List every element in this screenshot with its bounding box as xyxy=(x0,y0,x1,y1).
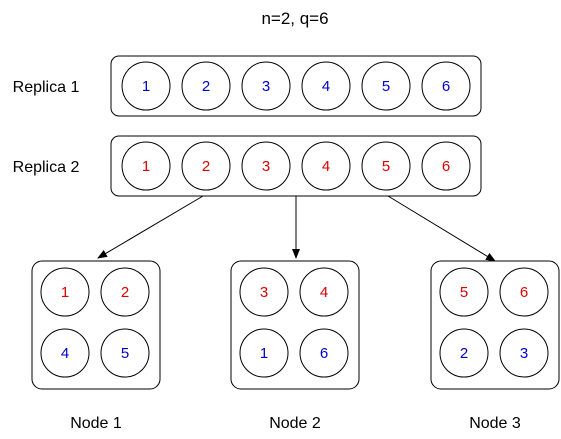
node-partition-circle xyxy=(40,267,90,317)
partition-circle xyxy=(361,61,411,111)
node-partition-circle xyxy=(439,328,489,378)
node-partition-circle xyxy=(100,267,150,317)
partition-circle xyxy=(361,141,411,191)
node-partition-circle xyxy=(299,328,349,378)
partition-number: 5 xyxy=(382,78,390,95)
node-partition-circle xyxy=(439,267,489,317)
node-partition-circle xyxy=(499,328,549,378)
partition-number: 3 xyxy=(262,78,270,95)
partition-circle xyxy=(241,141,291,191)
node-partition-number: 2 xyxy=(121,284,129,301)
node-partition-number: 6 xyxy=(320,345,328,362)
partition-circle xyxy=(301,141,351,191)
partition-number: 4 xyxy=(322,158,330,175)
partition-circle xyxy=(181,61,231,111)
partition-circle xyxy=(121,141,171,191)
node-partition-number: 3 xyxy=(520,345,528,362)
partition-number: 6 xyxy=(442,158,450,175)
partition-circle xyxy=(421,61,471,111)
partition-number: 4 xyxy=(322,78,330,95)
node-partition-circle xyxy=(239,267,289,317)
assignment-arrow xyxy=(97,195,204,259)
node-partition-number: 1 xyxy=(260,345,268,362)
node-label: Node 1 xyxy=(70,415,122,432)
replica-label: Replica 1 xyxy=(13,79,80,96)
partition-number: 1 xyxy=(142,78,150,95)
node-partition-number: 4 xyxy=(61,345,69,362)
partition-number: 2 xyxy=(202,78,210,95)
node-partition-circle xyxy=(299,267,349,317)
node-partition-circle xyxy=(239,328,289,378)
diagram-title: n=2, q=6 xyxy=(261,9,328,28)
node-partition-number: 5 xyxy=(121,345,129,362)
node-partition-number: 2 xyxy=(460,345,468,362)
assignment-arrow xyxy=(387,195,496,262)
node-label: Node 2 xyxy=(269,415,321,432)
node-label: Node 3 xyxy=(469,415,521,432)
replica-label: Replica 2 xyxy=(13,159,80,176)
node-partition-number: 3 xyxy=(260,284,268,301)
partition-number: 6 xyxy=(442,78,450,95)
partition-circle xyxy=(421,141,471,191)
partition-circle xyxy=(241,61,291,111)
partition-number: 5 xyxy=(382,158,390,175)
partition-number: 3 xyxy=(262,158,270,175)
node-partition-number: 1 xyxy=(61,284,69,301)
partition-circle xyxy=(181,141,231,191)
partition-number: 2 xyxy=(202,158,210,175)
node-partition-circle xyxy=(499,267,549,317)
node-partition-number: 6 xyxy=(520,284,528,301)
node-partition-number: 4 xyxy=(320,284,328,301)
node-partition-circle xyxy=(100,328,150,378)
partition-circle xyxy=(121,61,171,111)
partition-circle xyxy=(301,61,351,111)
partition-number: 1 xyxy=(142,158,150,175)
node-partition-number: 5 xyxy=(460,284,468,301)
node-partition-circle xyxy=(40,328,90,378)
